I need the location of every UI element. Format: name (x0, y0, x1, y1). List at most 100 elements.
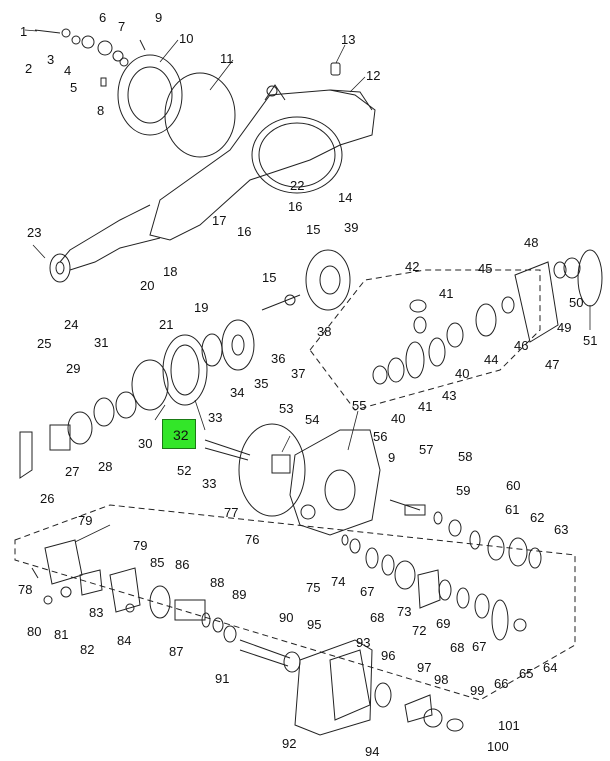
callout-54: 54 (305, 412, 320, 427)
callout-37: 37 (291, 366, 306, 381)
callout-34: 34 (230, 385, 245, 400)
callout-59: 59 (456, 483, 471, 498)
callout-85: 85 (150, 555, 165, 570)
callout-25: 25 (37, 336, 52, 351)
callout-9: 9 (155, 10, 163, 25)
callout-16b: 16 (237, 224, 252, 239)
callout-6: 6 (99, 10, 107, 25)
callout-8: 8 (97, 103, 105, 118)
callout-53: 53 (279, 401, 294, 416)
callout-87: 87 (169, 644, 184, 659)
callout-88: 88 (210, 575, 225, 590)
callout-94: 94 (365, 744, 380, 759)
callout-10: 10 (179, 31, 194, 46)
output-shaft-cover (239, 639, 464, 736)
callout-92: 92 (282, 736, 297, 751)
callout-29: 29 (66, 361, 81, 376)
callout-55: 55 (352, 398, 367, 413)
callout-15b: 15 (262, 270, 277, 285)
callout-12: 12 (366, 68, 381, 83)
callout-67a: 67 (360, 584, 375, 599)
callout-56: 56 (373, 429, 388, 444)
right-side-parts (372, 249, 603, 385)
callout-48: 48 (524, 235, 539, 250)
callout-1: 1 (20, 24, 28, 39)
callout-22: 22 (290, 178, 305, 193)
callout-49: 49 (557, 320, 572, 335)
callout-72: 72 (412, 623, 427, 638)
callout-86: 86 (175, 557, 190, 572)
callout-79b: 79 (133, 538, 148, 553)
callout-96: 96 (381, 648, 396, 663)
callout-66: 66 (494, 676, 509, 691)
callout-64: 64 (543, 660, 558, 675)
bearing-group-left (19, 391, 137, 479)
callout-16a: 16 (288, 199, 303, 214)
callout-65: 65 (519, 666, 534, 681)
callout-20: 20 (140, 278, 155, 293)
callout-27: 27 (65, 464, 80, 479)
callout-60: 60 (506, 478, 521, 493)
callout-91: 91 (215, 671, 230, 686)
callout-30: 30 (138, 436, 153, 451)
callout-74: 74 (331, 574, 346, 589)
callout-44: 44 (484, 352, 499, 367)
callout-21: 21 (159, 317, 174, 332)
callout-79a: 79 (78, 513, 93, 528)
callout-78: 78 (18, 582, 33, 597)
callout-36: 36 (271, 351, 286, 366)
callout-69: 69 (436, 616, 451, 631)
callout-2: 2 (25, 61, 33, 76)
callout-41b: 41 (418, 399, 433, 414)
callout-75: 75 (306, 580, 321, 595)
callout-39: 39 (344, 220, 359, 235)
spindle-flange (49, 253, 71, 283)
pinion-shaft (204, 439, 251, 461)
callout-45: 45 (478, 261, 493, 276)
callout-93: 93 (356, 635, 371, 650)
callout-13: 13 (341, 32, 356, 47)
callout-38: 38 (317, 324, 332, 339)
callout-9b: 9 (388, 450, 396, 465)
axle-housing (59, 84, 376, 271)
callout-11: 11 (220, 51, 234, 66)
dashed-group-right (309, 269, 541, 411)
callout-33b: 33 (202, 476, 217, 491)
callout-5: 5 (70, 80, 78, 95)
callout-31: 31 (94, 335, 109, 350)
callout-82: 82 (80, 642, 95, 657)
callout-51: 51 (583, 333, 598, 348)
callout-67b: 67 (472, 639, 487, 654)
callout-35: 35 (254, 376, 269, 391)
callout-99: 99 (470, 683, 485, 698)
callout-7: 7 (118, 19, 126, 34)
callout-50: 50 (569, 295, 584, 310)
callout-47: 47 (545, 357, 560, 372)
gasket-ring (164, 72, 236, 158)
callout-97: 97 (417, 660, 432, 675)
callout-23: 23 (27, 225, 42, 240)
callout-32-highlighted[interactable]: 32 (162, 419, 196, 449)
callout-98: 98 (434, 672, 449, 687)
callout-3: 3 (47, 52, 55, 67)
callout-63: 63 (554, 522, 569, 537)
callout-68b: 68 (450, 640, 465, 655)
callout-26: 26 (40, 491, 55, 506)
rear-gear-train (341, 499, 542, 641)
callout-101: 101 (498, 718, 520, 733)
callout-90: 90 (279, 610, 294, 625)
hardware-top-left (34, 28, 341, 87)
callout-24: 24 (64, 317, 79, 332)
callout-40a: 40 (455, 366, 470, 381)
callout-41a: 41 (439, 286, 454, 301)
callout-83: 83 (89, 605, 104, 620)
callout-84: 84 (117, 633, 132, 648)
callout-33a: 33 (208, 410, 223, 425)
callout-43: 43 (442, 388, 457, 403)
callout-95: 95 (307, 617, 322, 632)
callout-89: 89 (232, 587, 247, 602)
callout-77: 77 (224, 505, 239, 520)
callout-46: 46 (514, 338, 529, 353)
